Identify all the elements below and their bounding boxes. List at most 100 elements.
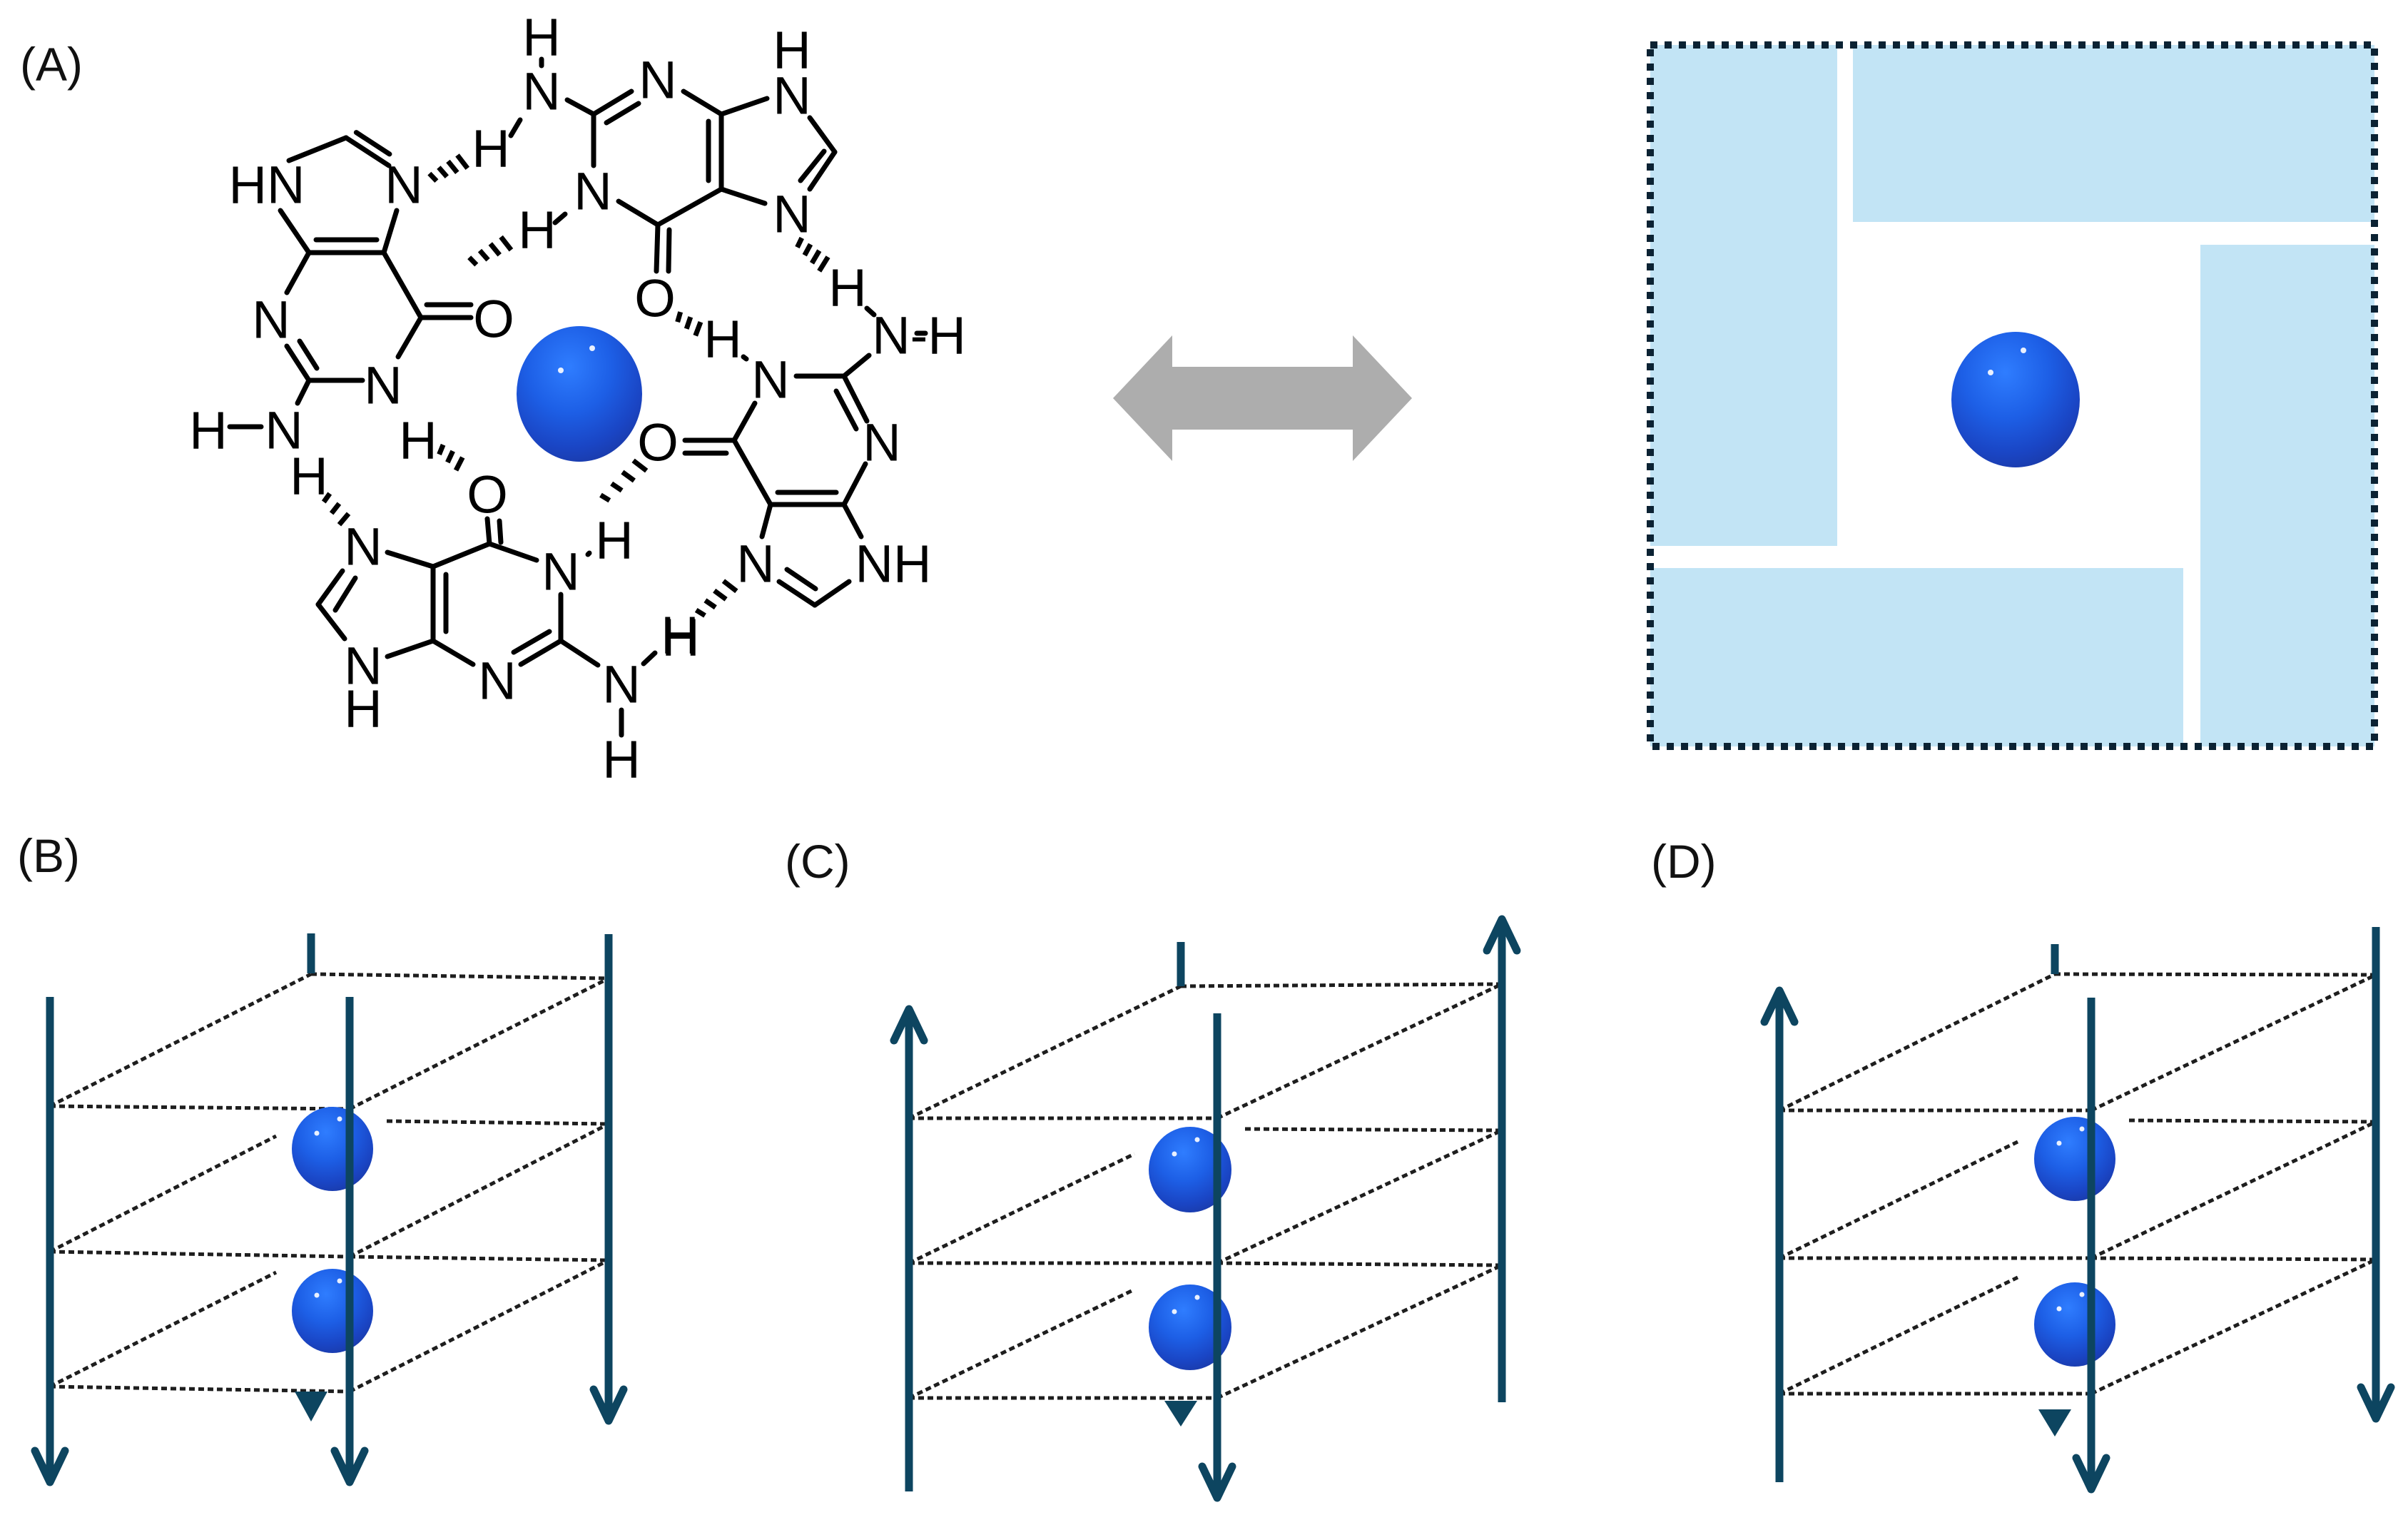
plane-edge: [2090, 973, 2377, 1113]
atom-h1: H: [595, 511, 633, 570]
bond: [484, 516, 492, 547]
bond: [295, 378, 312, 406]
strand-back-arrowhead: [295, 1392, 327, 1422]
hbond-tick: [445, 450, 455, 464]
cation-highlight: [589, 345, 595, 351]
atom-n9: N: [344, 637, 382, 696]
tetrad-planes: [1778, 972, 2377, 1396]
hydrogen-bond: [467, 235, 514, 267]
hbond-tick: [467, 255, 479, 267]
cation-sphere: [1149, 1285, 1231, 1370]
bond: [741, 354, 749, 362]
cation-sphere: [2034, 1117, 2115, 1201]
atom-h2b: H: [472, 119, 509, 178]
bond: [315, 568, 345, 607]
atom-o6: O: [467, 465, 508, 525]
hbond-tick: [621, 470, 636, 483]
cation-sphere: [292, 1107, 373, 1191]
strand-down: [1198, 1013, 1236, 1502]
bond: [681, 88, 724, 117]
panel-label-c: (C): [785, 835, 850, 888]
plane-edge: [49, 1134, 278, 1254]
schematic-tetrad: [1647, 41, 2378, 750]
atom-h2a: H: [602, 730, 640, 789]
cation-sphere: [517, 326, 642, 462]
plane-edge: [348, 1258, 610, 1394]
hbond-tick: [721, 579, 738, 594]
bond: [558, 638, 601, 668]
hydrogen-bond: [795, 236, 830, 273]
bond: [641, 650, 658, 667]
cation-highlight: [1194, 1294, 1200, 1300]
plane-edge: [348, 976, 610, 1111]
plane-edge: [49, 1250, 350, 1259]
plane-edge: [1216, 982, 1503, 1120]
bond: [315, 602, 347, 642]
bond: [297, 338, 320, 371]
strand-down: [2357, 927, 2395, 1423]
hbond-tick: [817, 255, 830, 273]
arrowhead-up-icon: [1483, 915, 1521, 955]
bond: [381, 208, 400, 255]
atom-h2a: H: [189, 401, 227, 460]
plane-edge: [1216, 1128, 1503, 1265]
double-bond-inner: [353, 130, 392, 157]
bond: [430, 638, 476, 667]
tetrad-plane-2: [908, 1127, 1503, 1265]
panel-c-quadruplex: [890, 915, 1521, 1502]
atom-o6: O: [634, 269, 676, 328]
hbond-tick: [321, 492, 332, 504]
guanine-block-top: [1853, 45, 2374, 222]
strand-down: [589, 934, 628, 1425]
plane-edge: [348, 1122, 610, 1259]
atom-h1: H: [518, 201, 556, 260]
hbond-tick: [599, 492, 611, 503]
hydrogen-bond: [599, 458, 649, 503]
atom-h9: H: [344, 679, 382, 739]
plane-edge: [349, 1255, 609, 1262]
bond: [654, 222, 661, 274]
bond: [807, 115, 838, 155]
atom-h1: H: [399, 411, 437, 470]
bond: [564, 97, 596, 117]
cation-sphere: [1149, 1127, 1231, 1212]
plane-edge: [1778, 1140, 2019, 1260]
bond: [776, 579, 818, 608]
arrowhead-down-icon: [2072, 1454, 2110, 1494]
panel-label-a: (A): [20, 38, 83, 91]
cation-highlight: [2021, 348, 2026, 353]
central-cation: [517, 326, 642, 462]
tetrad-plane-3: [1778, 1256, 2377, 1396]
tetrad-plane-1: [1778, 972, 2377, 1113]
atom-n3: N: [863, 413, 900, 472]
strand-up: [1760, 986, 1799, 1482]
cation-highlight: [1988, 370, 1993, 375]
atom-n7: N: [773, 185, 811, 244]
bond: [343, 135, 392, 168]
plane-edge: [1244, 1127, 1503, 1133]
hbond-tick: [427, 171, 439, 183]
bond: [604, 101, 641, 126]
hbond-tick: [437, 166, 449, 179]
hbond-tick: [675, 311, 684, 323]
cation-highlight: [1172, 1309, 1177, 1314]
hbond-tick: [337, 512, 351, 527]
tetrad-planes: [908, 982, 1503, 1400]
atom-h2a: H: [828, 258, 866, 318]
bond: [395, 315, 424, 360]
plane-edge: [49, 1104, 350, 1111]
hbond-tick: [453, 456, 465, 472]
bond: [286, 135, 349, 163]
arrowhead-up-icon: [890, 1005, 928, 1045]
tetrad-plane-2: [49, 1119, 610, 1259]
plane-edge: [1216, 1263, 1503, 1400]
bond: [518, 638, 564, 667]
bond: [511, 629, 552, 655]
tetrad-plane-1: [49, 972, 610, 1111]
arrowhead-down-icon: [1198, 1462, 1236, 1502]
plane-edge: [2054, 972, 2377, 977]
bond: [807, 149, 838, 192]
atom-n2: N: [522, 62, 560, 121]
plane-edge: [49, 1270, 278, 1389]
cation-highlight: [314, 1130, 320, 1136]
